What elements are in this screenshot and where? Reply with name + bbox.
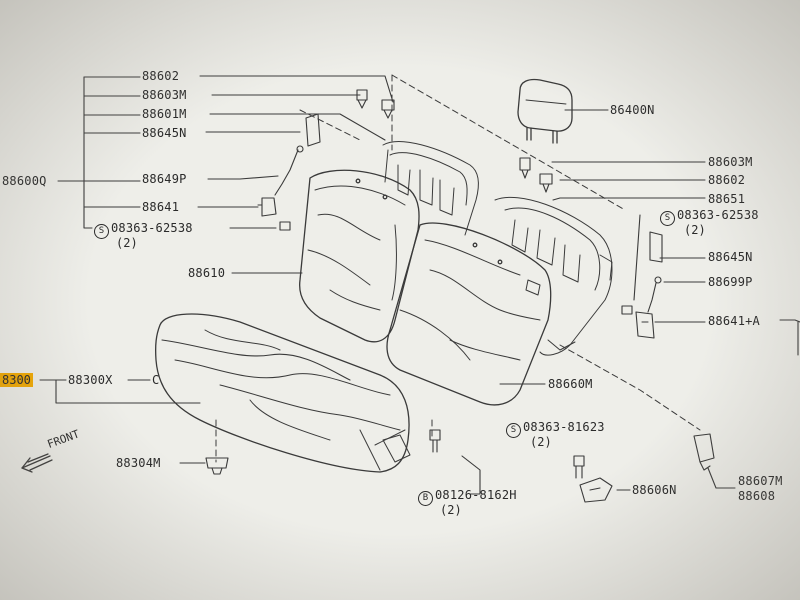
label-88602-top: 88602: [142, 69, 180, 83]
label-88651: 88651: [708, 192, 746, 206]
right-back-frame: [494, 196, 613, 356]
label-88600q: 88600Q: [2, 174, 47, 188]
label-88603m-top: 88603M: [142, 88, 187, 102]
hardware: [205, 89, 715, 503]
headrest: [517, 78, 573, 144]
label-88304m: 88304M: [116, 456, 161, 470]
label-88606n: 88606N: [632, 483, 677, 497]
label-88300x: 88300X: [68, 373, 113, 387]
seat-cushion: [154, 313, 411, 473]
leader-lines: [39, 75, 800, 495]
s-symbol: S: [660, 211, 675, 226]
label-88300-highlight[interactable]: 8300: [0, 373, 33, 387]
bolt-mid-number: 08363-81623: [523, 420, 605, 434]
label-88641: 88641: [142, 200, 180, 214]
left-seat-back: [299, 169, 420, 343]
b-symbol: B: [418, 491, 433, 506]
front-arrow: [21, 453, 53, 473]
bolt-mid-qty: (2): [530, 435, 552, 449]
label-86400n: 86400N: [610, 103, 655, 117]
label-88607m: 88607M: [738, 474, 783, 488]
bolt-left-number: 08363-62538: [111, 221, 193, 235]
right-seat-back: [386, 222, 552, 406]
bolt-left-qty: (2): [116, 236, 138, 250]
label-88645n-left: 88645N: [142, 126, 187, 140]
label-88608: 88608: [738, 489, 776, 503]
label-88641a: 88641+A: [708, 314, 760, 328]
label-88645n-right: 88645N: [708, 250, 753, 264]
bolt-b-number: 08126-8162H: [435, 488, 517, 502]
s-symbol: S: [506, 423, 521, 438]
bolt-b-qty: (2): [440, 503, 462, 517]
s-symbol: S: [94, 224, 109, 239]
dashed-lines: [215, 74, 701, 463]
label-88300x-c: C: [152, 373, 160, 387]
label-88610: 88610: [188, 266, 226, 280]
bolt-right-qty: (2): [684, 223, 706, 237]
label-88699p: 88699P: [708, 275, 753, 289]
label-88602-right: 88602: [708, 173, 746, 187]
label-88601m: 88601M: [142, 107, 187, 121]
label-88603m-right: 88603M: [708, 155, 753, 169]
label-88660m: 88660M: [548, 377, 593, 391]
label-88649p: 88649P: [142, 172, 187, 186]
bolt-right-number: 08363-62538: [677, 208, 759, 222]
left-back-frame: [382, 141, 479, 236]
